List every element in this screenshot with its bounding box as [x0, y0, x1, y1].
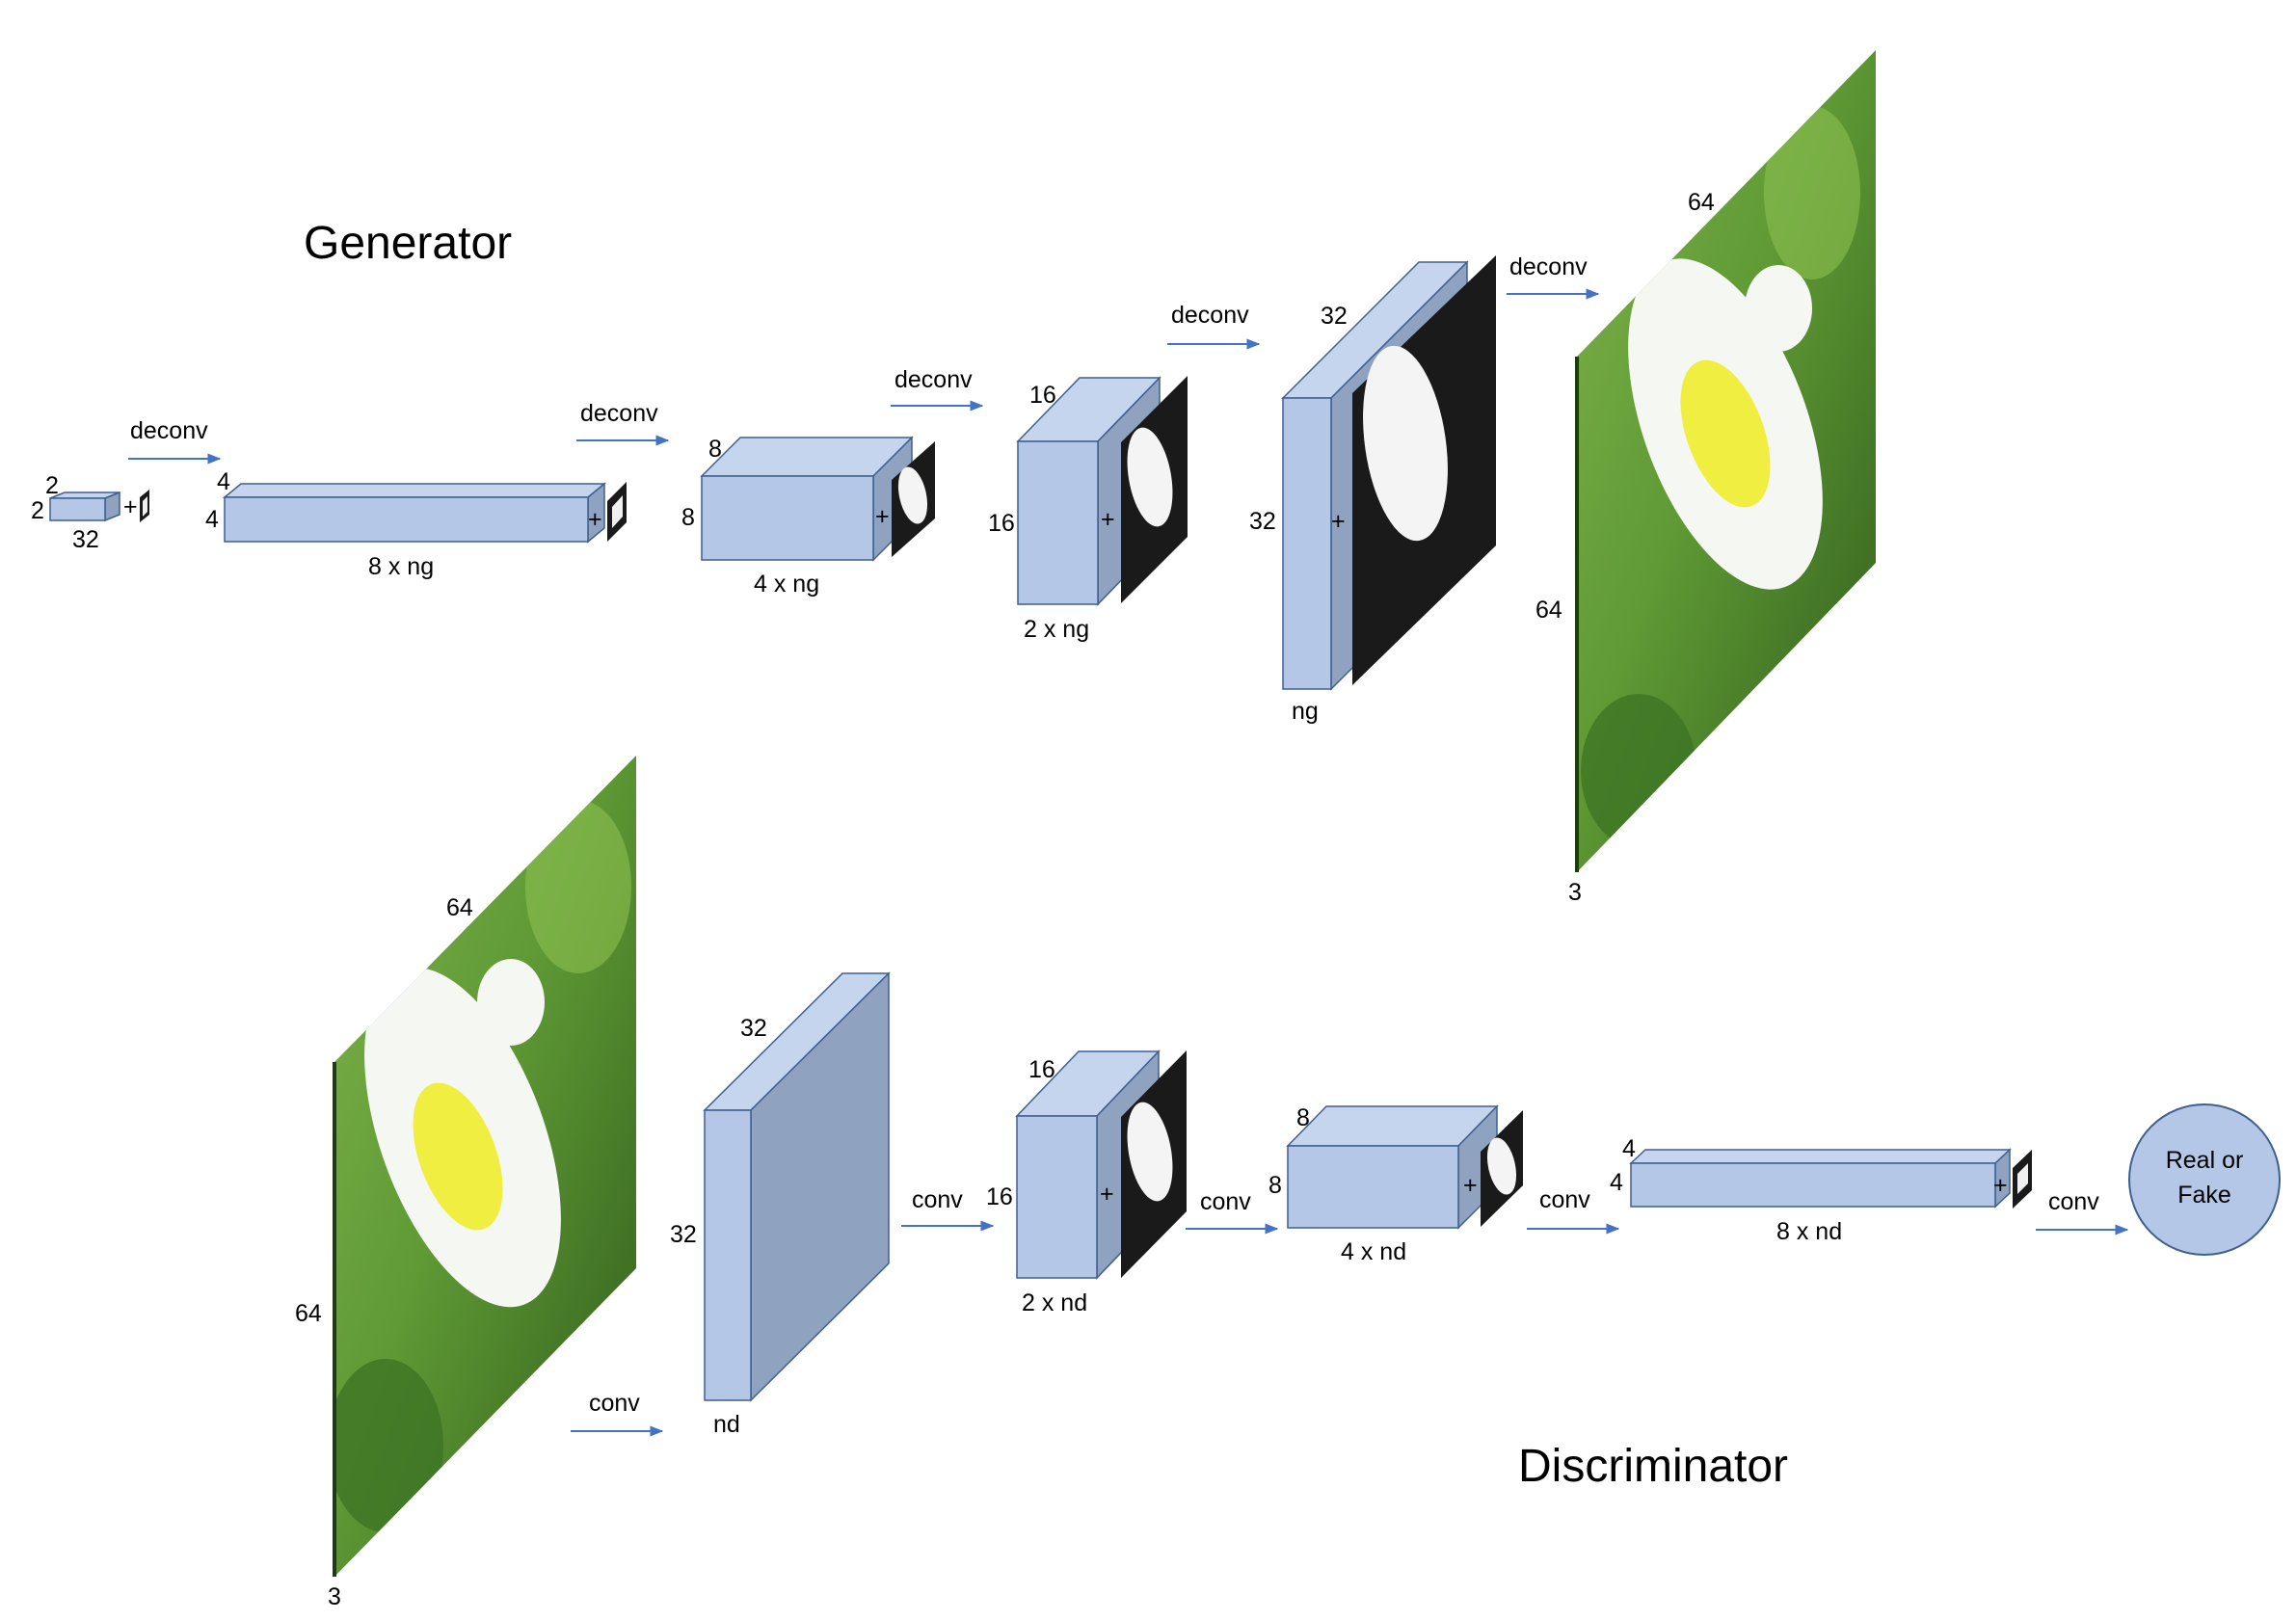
dis-conv-label-1: conv: [589, 1390, 640, 1417]
dis-block-3: [1286, 1104, 1523, 1230]
gen-block-1-top-label: 2: [45, 472, 59, 499]
gen-deconv-label-3: deconv: [894, 366, 973, 393]
gen-block-5-side-label: 32: [1249, 508, 1276, 535]
gen-output-bottom-label: 3: [1568, 879, 1582, 906]
dis-conv-label-3: conv: [1200, 1188, 1251, 1215]
output-label-line2: Fake: [2177, 1182, 2231, 1209]
dis-block-3-side-label: 8: [1268, 1172, 1282, 1199]
dis-block-1-side-label: 32: [670, 1221, 697, 1248]
gen-block-3-side-label: 8: [681, 504, 695, 531]
real-or-fake-output: [2128, 1103, 2281, 1256]
dis-block-1: [703, 971, 891, 1402]
dis-input-top-label: 64: [446, 894, 473, 921]
dis-block-2-bottom-label: 2 x nd: [1022, 1289, 1087, 1316]
gen-deconv-label-2: deconv: [580, 400, 658, 427]
gen-block-3: [700, 436, 935, 562]
gen-block-3-top-label: 8: [708, 436, 722, 463]
dis-block-2-top-label: 16: [1028, 1056, 1055, 1083]
gen-block-2-bottom-label: 8 x ng: [368, 553, 434, 580]
dis-block-4-plus: +: [1993, 1172, 2008, 1199]
dis-block-2: [1015, 1050, 1187, 1280]
dis-block-4: [1629, 1148, 2032, 1209]
dis-block-2-side-label: 16: [986, 1183, 1013, 1210]
dis-block-4-bottom-label: 8 x nd: [1776, 1218, 1842, 1245]
gen-block-4: [1016, 376, 1188, 606]
dis-conv-label-2: conv: [912, 1186, 963, 1213]
gen-block-5-plus: +: [1331, 508, 1346, 535]
gen-block-2-side-label: 4: [205, 506, 219, 533]
generator-title: Generator: [304, 218, 512, 269]
gen-block-5-bottom-label: ng: [1292, 698, 1319, 725]
dis-conv-label-4: conv: [1539, 1186, 1590, 1213]
gen-block-4-side-label: 16: [988, 510, 1015, 537]
dis-conv-label-5: conv: [2048, 1188, 2099, 1215]
gen-block-5-top-label: 32: [1321, 303, 1348, 330]
output-label-line1: Real or: [2166, 1147, 2244, 1174]
gen-deconv-label-1: deconv: [130, 417, 208, 444]
gen-block-2-top-label: 4: [217, 468, 230, 495]
gen-block-1-side-label: 2: [31, 497, 44, 524]
dis-block-3-plus: +: [1463, 1172, 1478, 1199]
dis-block-1-top-label: 32: [740, 1015, 767, 1042]
dis-block-3-top-label: 8: [1296, 1104, 1310, 1131]
gen-block-3-plus: +: [875, 503, 890, 530]
gen-output-image: [1575, 50, 1876, 872]
gen-block-3-bottom-label: 4 x ng: [754, 571, 819, 598]
gen-block-4-bottom-label: 2 x ng: [1024, 616, 1089, 643]
gen-deconv-label-5: deconv: [1509, 253, 1588, 280]
gen-output-side-label: 64: [1535, 597, 1562, 624]
dis-block-1-bottom-label: nd: [713, 1411, 740, 1438]
dis-input-side-label: 64: [295, 1300, 322, 1327]
dis-block-4-side-label: 4: [1610, 1169, 1623, 1196]
gen-block-1-bottom-label: 32: [72, 526, 99, 553]
gen-block-4-top-label: 16: [1029, 382, 1056, 409]
dis-block-3-bottom-label: 4 x nd: [1341, 1238, 1406, 1265]
gen-block-5: [1281, 255, 1496, 691]
gen-block-4-plus: +: [1101, 506, 1115, 533]
gen-block-1-plus: +: [123, 493, 138, 520]
dis-input-bottom-label: 3: [328, 1583, 341, 1610]
discriminator-title: Discriminator: [1518, 1441, 1788, 1492]
gen-block-2-plus: +: [588, 506, 602, 533]
gen-block-2: [222, 482, 627, 544]
dis-input-image: [333, 756, 636, 1577]
gen-output-top-label: 64: [1688, 189, 1715, 216]
dis-block-4-top-label: 4: [1622, 1135, 1636, 1162]
gen-block-1: [49, 490, 149, 522]
gen-deconv-label-4: deconv: [1171, 302, 1249, 329]
dis-block-2-plus: +: [1100, 1181, 1114, 1208]
